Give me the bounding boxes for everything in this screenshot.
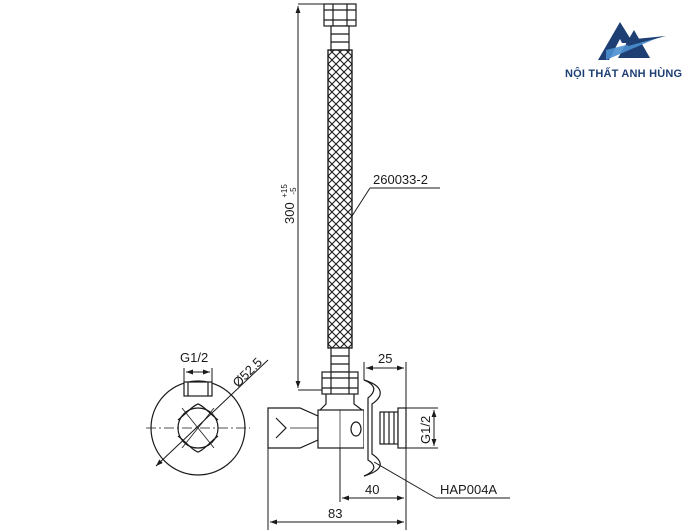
dimension-thread-right: G1/2: [406, 407, 438, 449]
hose-part-number: 260033-2: [373, 172, 428, 187]
hose-part-callout: 260033-2: [351, 172, 440, 217]
dim-25-label: 25: [378, 351, 392, 366]
hose-length-value: 300: [282, 202, 297, 224]
dimension-25: 25: [363, 351, 407, 408]
dim-40-label: 40: [365, 482, 379, 497]
brand-logo: [598, 22, 666, 60]
valve-part-callout: HAP004A: [373, 461, 510, 499]
thread-left-label: G1/2: [180, 350, 208, 365]
valve-part-number: HAP004A: [440, 482, 497, 497]
dimension-40: 40: [339, 448, 407, 530]
brand-name: NỘI THẤT ANH HÙNG: [565, 68, 683, 80]
braided-hose: [323, 3, 357, 373]
dimension-83: 83: [267, 448, 404, 530]
dimension-300: 300 +15 -5: [280, 3, 326, 391]
angle-valve: [267, 371, 407, 477]
dimension-thread-left: G1/2: [180, 350, 213, 382]
thread-right-label: G1/2: [418, 416, 433, 444]
hose-length-tol-lower: -5: [289, 187, 298, 195]
hose-length-tol-upper: +15: [280, 184, 289, 198]
diameter-label: Ø52.5: [230, 354, 266, 390]
dim-83-label: 83: [328, 506, 342, 521]
